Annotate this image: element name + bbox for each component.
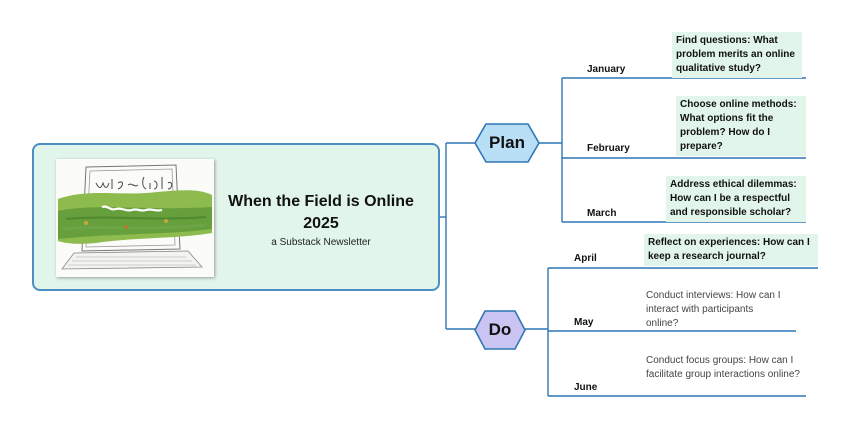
central-title-line2: 2025 [303, 215, 339, 232]
month-april: April [574, 253, 597, 264]
do-node-label: Do [488, 320, 512, 339]
month-february: February [587, 143, 630, 154]
leaf-find-questions[interactable]: Find questions: What problem merits an o… [672, 32, 802, 78]
laptop-sketch-illustration [56, 159, 214, 277]
month-january: January [587, 64, 626, 75]
central-title: When the Field is Online 2025 [214, 191, 428, 235]
do-node[interactable]: Do [474, 310, 526, 350]
month-march: March [587, 208, 617, 219]
month-may: May [574, 317, 594, 328]
leaf-conduct-focus-groups[interactable]: Conduct focus groups: How can I facilita… [646, 355, 800, 380]
central-topic[interactable]: When the Field is Online 2025 a Substack… [32, 143, 440, 291]
central-subtitle: a Substack Newsletter [271, 237, 371, 248]
leaf-reflect-experiences[interactable]: Reflect on experiences: How can I keep a… [644, 234, 818, 266]
leaf-ethical-dilemmas[interactable]: Address ethical dilemmas: How can I be a… [666, 176, 806, 222]
plan-node-label: Plan [489, 133, 525, 152]
newsletter-cover-image [56, 159, 214, 277]
do-hexagon-shape [474, 310, 526, 350]
central-title-line1: When the Field is Online [228, 193, 414, 210]
plan-hexagon-shape [474, 123, 540, 163]
leaf-choose-methods[interactable]: Choose online methods: What options fit … [676, 96, 806, 156]
plan-node[interactable]: Plan [474, 123, 540, 163]
month-june: June [574, 382, 598, 393]
leaf-conduct-interviews[interactable]: Conduct interviews: How can I interact w… [646, 290, 781, 329]
